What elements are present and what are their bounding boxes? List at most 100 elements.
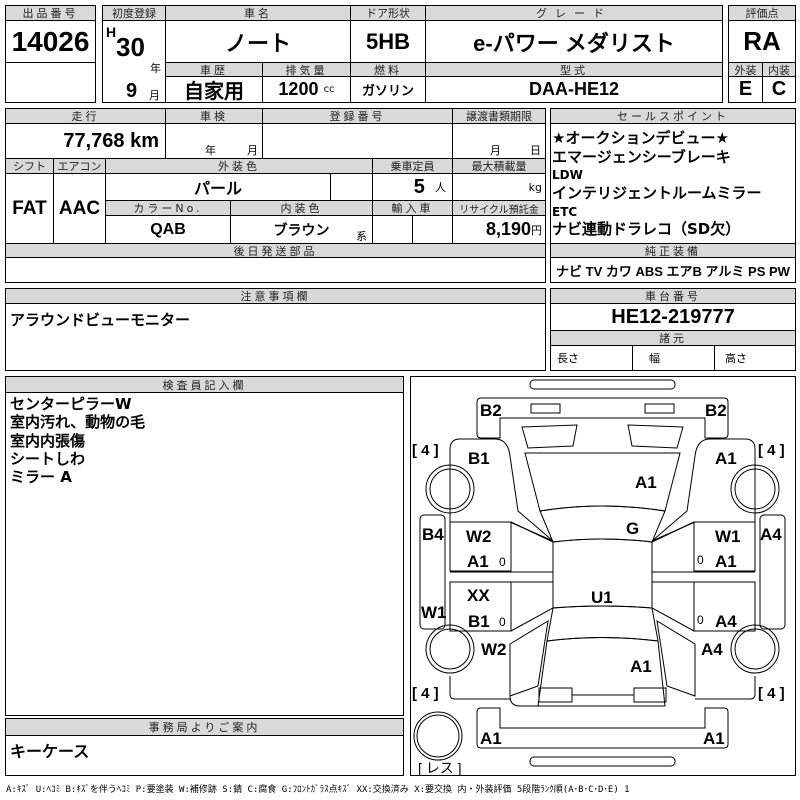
seats: 5: [413, 175, 425, 198]
inspector-box: [5, 392, 404, 716]
notes-label: 注意事項欄: [5, 288, 546, 304]
inspector-line: 室内汚れ、動物の毛: [10, 413, 146, 431]
rear-lamp: [633, 687, 667, 703]
ac-label: エアコン: [53, 158, 106, 174]
car-damage-diagram: B2 B2 B1 A1 A1 G B4 A4 W2 W1 A1 A1 XX U1…: [412, 379, 786, 776]
height: 高さ: [714, 345, 796, 371]
damage-mark: A4: [701, 640, 723, 659]
inspector-line: センターピラーW: [10, 395, 132, 413]
transfer-day-unit: 日: [530, 144, 541, 157]
left-rear-fender: [449, 620, 549, 707]
import-b: [412, 215, 453, 244]
load: kg: [452, 173, 546, 201]
recycle-label: リサイクル預託金: [452, 200, 546, 216]
inspector-line: シートしわ: [10, 450, 86, 468]
displacement-box: 1200 cc: [262, 76, 351, 103]
right-sill: [759, 514, 786, 630]
left-front-door: [449, 521, 512, 572]
color-label: 外装色: [105, 158, 373, 174]
inspection-year-unit: 年: [205, 144, 216, 157]
chassis-label: 車台番号: [550, 288, 796, 304]
damage-mark: A1: [467, 552, 489, 571]
damage-mark: G: [626, 519, 639, 538]
reg-month: 9: [126, 80, 138, 102]
notes-text: アラウンドビューモニター: [10, 311, 191, 329]
door-type: 5HB: [350, 20, 426, 63]
damage-mark: B4: [422, 525, 444, 544]
tire-tread-rl: [ 4 ]: [412, 685, 439, 702]
damage-mark: B2: [705, 401, 727, 420]
interior-label: 内装色: [230, 200, 373, 216]
lot-number: 14026: [5, 20, 96, 63]
color-number: QAB: [105, 215, 231, 244]
shift: FAT: [5, 173, 54, 244]
right-front-fender: [651, 438, 756, 542]
interior-unit: 系: [356, 230, 367, 243]
right-front-door: [693, 521, 756, 572]
front-lamp: [530, 403, 561, 414]
recycle-fee: 8,190: [485, 219, 531, 239]
seats-box: 5 人: [372, 173, 453, 201]
model-code: DAA-HE12: [425, 76, 723, 103]
sales-item: ETC: [552, 205, 578, 219]
chassis-number: HE12-219777: [550, 303, 796, 331]
history-label: 車歴: [165, 62, 263, 77]
pillars: [450, 521, 755, 632]
damage-mark: W1: [715, 527, 741, 546]
exterior-score: E: [728, 76, 763, 103]
recycle-unit: 円: [531, 223, 542, 237]
width: 幅: [632, 345, 715, 371]
model-label: 型式: [425, 62, 723, 77]
office-text: キーケース: [10, 742, 90, 761]
damage-mark: W1: [421, 603, 447, 622]
right-rear-fender: [656, 620, 756, 700]
damage-mark: A4: [760, 525, 782, 544]
disp-unit: cc: [323, 84, 335, 95]
damage-mark: U1: [591, 588, 613, 607]
exterior-color: パール: [105, 173, 331, 201]
transfer-month-unit: 月: [490, 144, 501, 157]
lot-blank: [5, 62, 96, 103]
sales-item: インテリジェントルームミラー: [552, 184, 762, 202]
left-front-fender: [449, 438, 554, 542]
spare-tire: [ レス ]: [418, 760, 462, 776]
damage-mark: B1: [468, 612, 490, 631]
rear-lamp: [538, 687, 573, 703]
later-parts-label: 後日発送部品: [5, 243, 546, 258]
front-bar: [529, 379, 676, 390]
zero-mark: 0: [697, 553, 704, 567]
interior-box: ブラウン: [230, 215, 373, 244]
tire-tread-fr: [ 4 ]: [758, 442, 785, 459]
sales-item: LDW: [552, 168, 583, 182]
equipment: ナビ TV カワ ABS エアB アルミ PS PW: [550, 257, 796, 283]
damage-mark: A1: [715, 552, 737, 571]
year-unit: 年: [150, 62, 161, 75]
inspector-line: ミラー A: [10, 468, 72, 486]
damage-mark: W2: [466, 527, 492, 546]
reg-number: [262, 123, 453, 159]
aircon: AAC: [53, 173, 106, 244]
color-extra: [330, 173, 373, 201]
sales-item: エマージェンシーブレーキ: [552, 148, 731, 166]
damage-mark: W2: [481, 640, 507, 659]
seats-label: 乗車定員: [372, 158, 453, 174]
notes-box: [5, 303, 546, 371]
hood: [524, 452, 681, 512]
front-bumper: [476, 397, 729, 439]
fuel-label: 燃料: [350, 62, 426, 77]
reg-year: 30: [116, 32, 145, 62]
front-lamp: [644, 403, 675, 414]
sales-item: ナビ連動ドラレコ（SD欠）: [552, 220, 741, 238]
interior-color: ブラウン: [273, 221, 330, 238]
damage-mark: A1: [480, 729, 502, 748]
spec-label: 諸元: [550, 330, 796, 346]
zero-mark: 0: [697, 613, 704, 627]
inspector-label: 検査員記入欄: [5, 376, 404, 393]
zero-mark: 0: [499, 615, 506, 629]
fuel: ガソリン: [350, 76, 426, 103]
mileage-label: 走行: [5, 108, 166, 124]
legend: A:ｷｽﾞ U:ﾍｺﾐ B:ｷｽﾞを伴うﾍｺﾐ P:要塗装 W:補修跡 S:錆 …: [6, 785, 630, 795]
overall-score: RA: [728, 20, 796, 63]
car-name: ノート: [165, 20, 351, 63]
